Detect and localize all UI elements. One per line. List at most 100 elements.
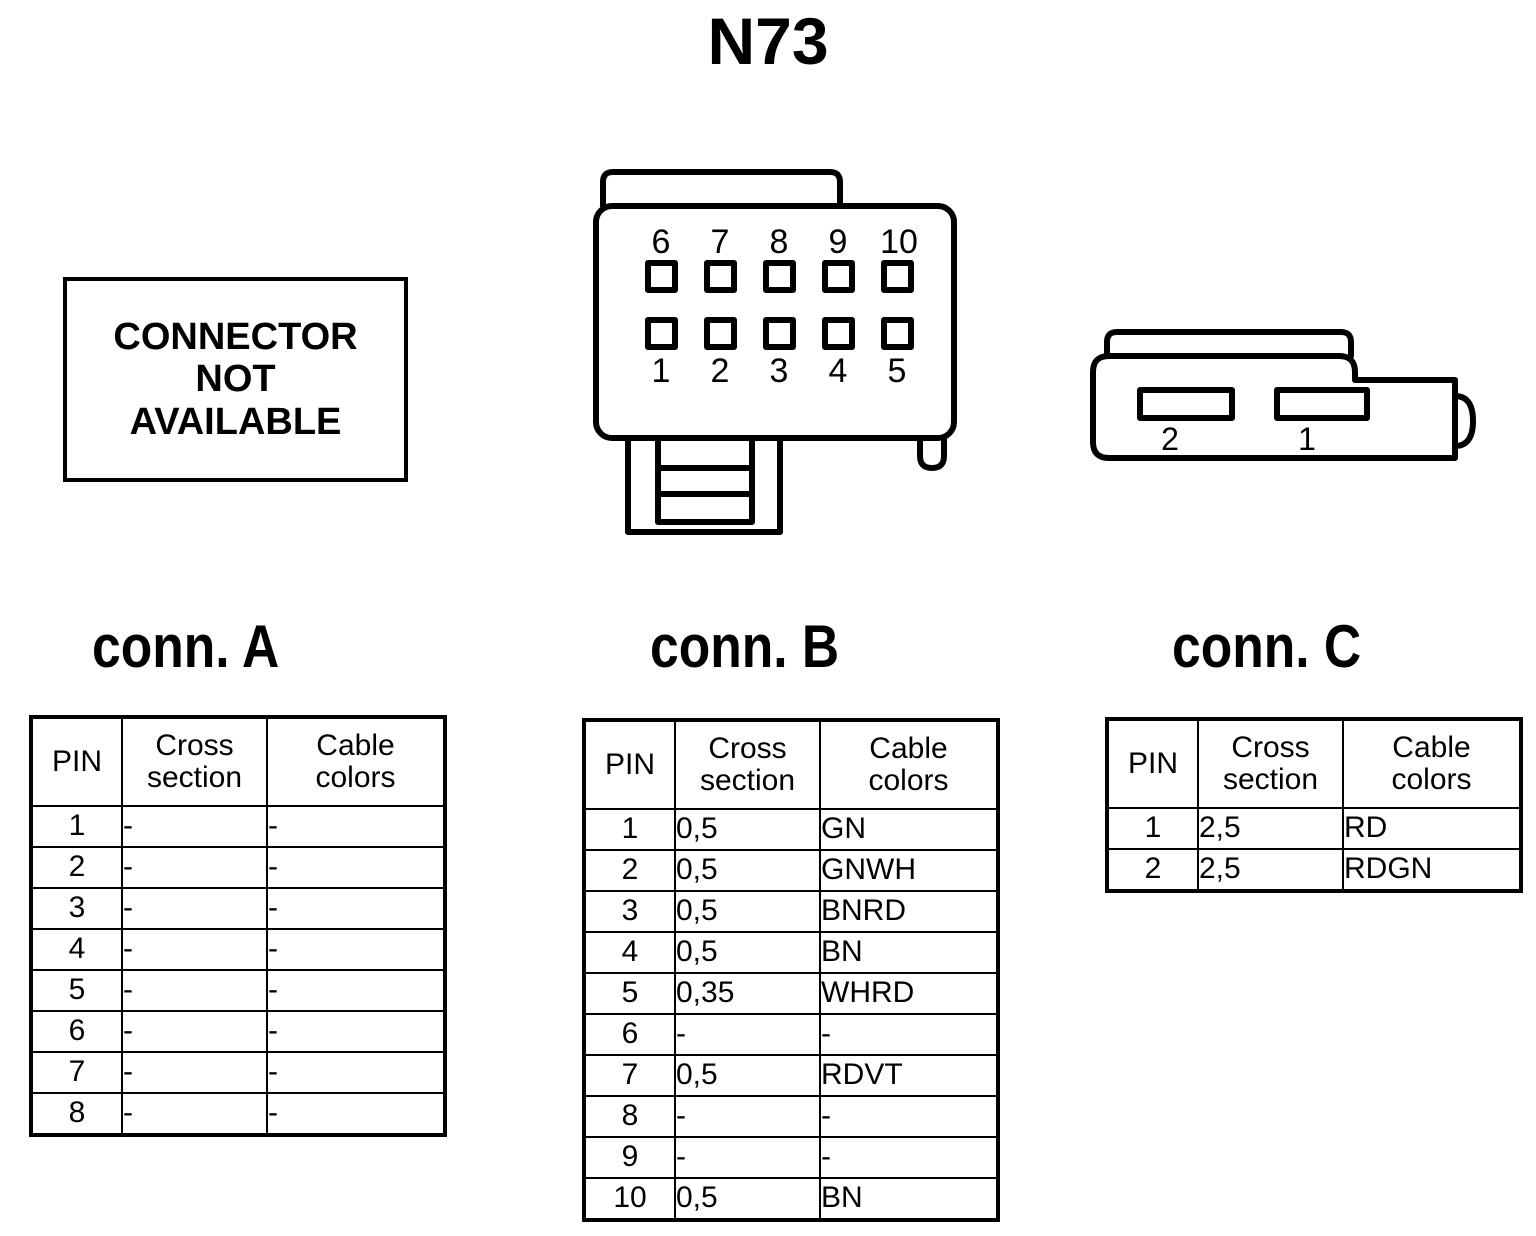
table-row: 6-- bbox=[583, 1013, 999, 1056]
cell-cable-colors: RDVT bbox=[819, 1054, 999, 1097]
connector-b-pin-label-8: 8 bbox=[770, 223, 789, 261]
header-pin: PIN bbox=[1106, 718, 1199, 809]
table-row: 9-- bbox=[583, 1136, 999, 1179]
page-title: N73 bbox=[707, 4, 829, 78]
connector-b-pin-label-6: 6 bbox=[652, 223, 671, 261]
not-available-line-3: AVAILABLE bbox=[129, 400, 342, 443]
connector-c-upper-flange bbox=[1104, 329, 1354, 359]
cell-cross-section: - bbox=[121, 928, 268, 971]
header-pin: PIN bbox=[583, 719, 676, 810]
cell-cross-section: - bbox=[121, 1051, 268, 1094]
table-row: 7-- bbox=[30, 1051, 446, 1094]
cell-cross-section: - bbox=[121, 846, 268, 889]
cell-cross-section: 2,5 bbox=[1197, 848, 1344, 892]
connector-b-cavity-3 bbox=[763, 317, 796, 350]
connector-c-body bbox=[1090, 353, 1458, 461]
header-cable-colors: Cable colors bbox=[819, 719, 999, 810]
connector-b-cavity-2 bbox=[704, 317, 737, 350]
connector-b-pin-label-9: 9 bbox=[829, 223, 848, 261]
cell-cable-colors: - bbox=[266, 1051, 446, 1094]
connector-b-pin-label-4: 4 bbox=[829, 352, 848, 390]
cell-pin: 7 bbox=[583, 1054, 676, 1097]
table-row: 8-- bbox=[30, 1092, 446, 1136]
cell-pin: 8 bbox=[30, 1092, 123, 1136]
connector-c-pin-label-2: 2 bbox=[1161, 421, 1179, 457]
cell-cross-section: - bbox=[121, 887, 268, 930]
cell-cable-colors: - bbox=[819, 1136, 999, 1179]
table-header-row: PIN Cross section Cable colors bbox=[30, 716, 446, 807]
connector-b-cavity-9 bbox=[822, 260, 855, 293]
cell-cross-section: 0,35 bbox=[674, 972, 821, 1015]
cell-cable-colors: - bbox=[266, 887, 446, 930]
header-cross-line-2: section bbox=[699, 764, 796, 797]
cell-pin: 5 bbox=[583, 972, 676, 1015]
cell-cable-colors: - bbox=[266, 1010, 446, 1053]
connector-b-pin-label-7: 7 bbox=[711, 223, 730, 261]
connector-b-right-tab bbox=[917, 435, 947, 471]
header-cross-section: Cross section bbox=[1197, 718, 1344, 809]
header-cross-line-1: Cross bbox=[708, 731, 787, 765]
conn-a-table-head: PIN Cross section Cable colors bbox=[30, 716, 446, 807]
cell-pin: 1 bbox=[583, 808, 676, 851]
cell-pin: 3 bbox=[30, 887, 123, 930]
header-color-line-2: colors bbox=[1391, 763, 1472, 796]
table-header-row: PIN Cross section Cable colors bbox=[583, 719, 999, 810]
table-row: 3-- bbox=[30, 887, 446, 930]
cell-cross-section: - bbox=[121, 805, 268, 848]
conn-a-table-body: 1--2--3--4--5--6--7--8-- bbox=[30, 805, 446, 1136]
cell-cross-section: - bbox=[121, 969, 268, 1012]
cell-pin: 2 bbox=[1106, 848, 1199, 892]
connector-b-cavity-8 bbox=[763, 260, 796, 293]
cell-cable-colors: BN bbox=[819, 931, 999, 974]
header-cable-colors: Cable colors bbox=[266, 716, 446, 807]
cell-cross-section: 2,5 bbox=[1197, 807, 1344, 850]
cell-pin: 4 bbox=[583, 931, 676, 974]
cell-cross-section: - bbox=[121, 1092, 268, 1136]
header-cross-section: Cross section bbox=[121, 716, 268, 807]
connector-b-cavity-4 bbox=[822, 317, 855, 350]
table-row: 8-- bbox=[583, 1095, 999, 1138]
cell-pin: 2 bbox=[30, 846, 123, 889]
cell-cable-colors: GNWH bbox=[819, 849, 999, 892]
cell-cross-section: 0,5 bbox=[674, 1177, 821, 1221]
cell-pin: 7 bbox=[30, 1051, 123, 1094]
connector-b-cavity-5 bbox=[881, 317, 914, 350]
header-color-line-1: Cable bbox=[869, 731, 948, 765]
connector-b-pin-label-2: 2 bbox=[711, 352, 730, 390]
connector-c-right-bump bbox=[1452, 393, 1476, 449]
header-cross-line-1: Cross bbox=[1231, 730, 1310, 764]
connector-b-pin-label-1: 1 bbox=[652, 352, 671, 390]
cell-pin: 5 bbox=[30, 969, 123, 1012]
conn-c-table-head: PIN Cross section Cable colors bbox=[1106, 718, 1522, 809]
header-color-line-2: colors bbox=[315, 761, 396, 794]
conn-a-pin-table: PIN Cross section Cable colors 1--2--3--… bbox=[29, 715, 447, 1137]
cell-cable-colors: - bbox=[266, 969, 446, 1012]
cell-pin: 9 bbox=[583, 1136, 676, 1179]
connector-b-cavity-10 bbox=[881, 260, 914, 293]
cell-pin: 6 bbox=[30, 1010, 123, 1053]
cell-cross-section: 0,5 bbox=[674, 890, 821, 933]
connector-b-lower-tab bbox=[625, 435, 783, 535]
header-pin: PIN bbox=[30, 716, 123, 807]
not-available-line-1: CONNECTOR bbox=[113, 315, 358, 358]
header-cross-section: Cross section bbox=[674, 719, 821, 810]
conn-a-heading: conn. A bbox=[92, 613, 280, 680]
header-cross-line-2: section bbox=[1222, 763, 1319, 796]
conn-c-heading: conn. C bbox=[1172, 613, 1362, 680]
cell-cable-colors: - bbox=[819, 1013, 999, 1056]
cell-cable-colors: BN bbox=[819, 1177, 999, 1221]
cell-pin: 3 bbox=[583, 890, 676, 933]
cell-cross-section: 0,5 bbox=[674, 849, 821, 892]
connector-b-body bbox=[593, 203, 957, 441]
connector-c-slot-1 bbox=[1274, 387, 1370, 421]
cell-cross-section: - bbox=[121, 1010, 268, 1053]
cell-cable-colors: - bbox=[266, 846, 446, 889]
connector-c-pin-label-1: 1 bbox=[1298, 421, 1316, 457]
